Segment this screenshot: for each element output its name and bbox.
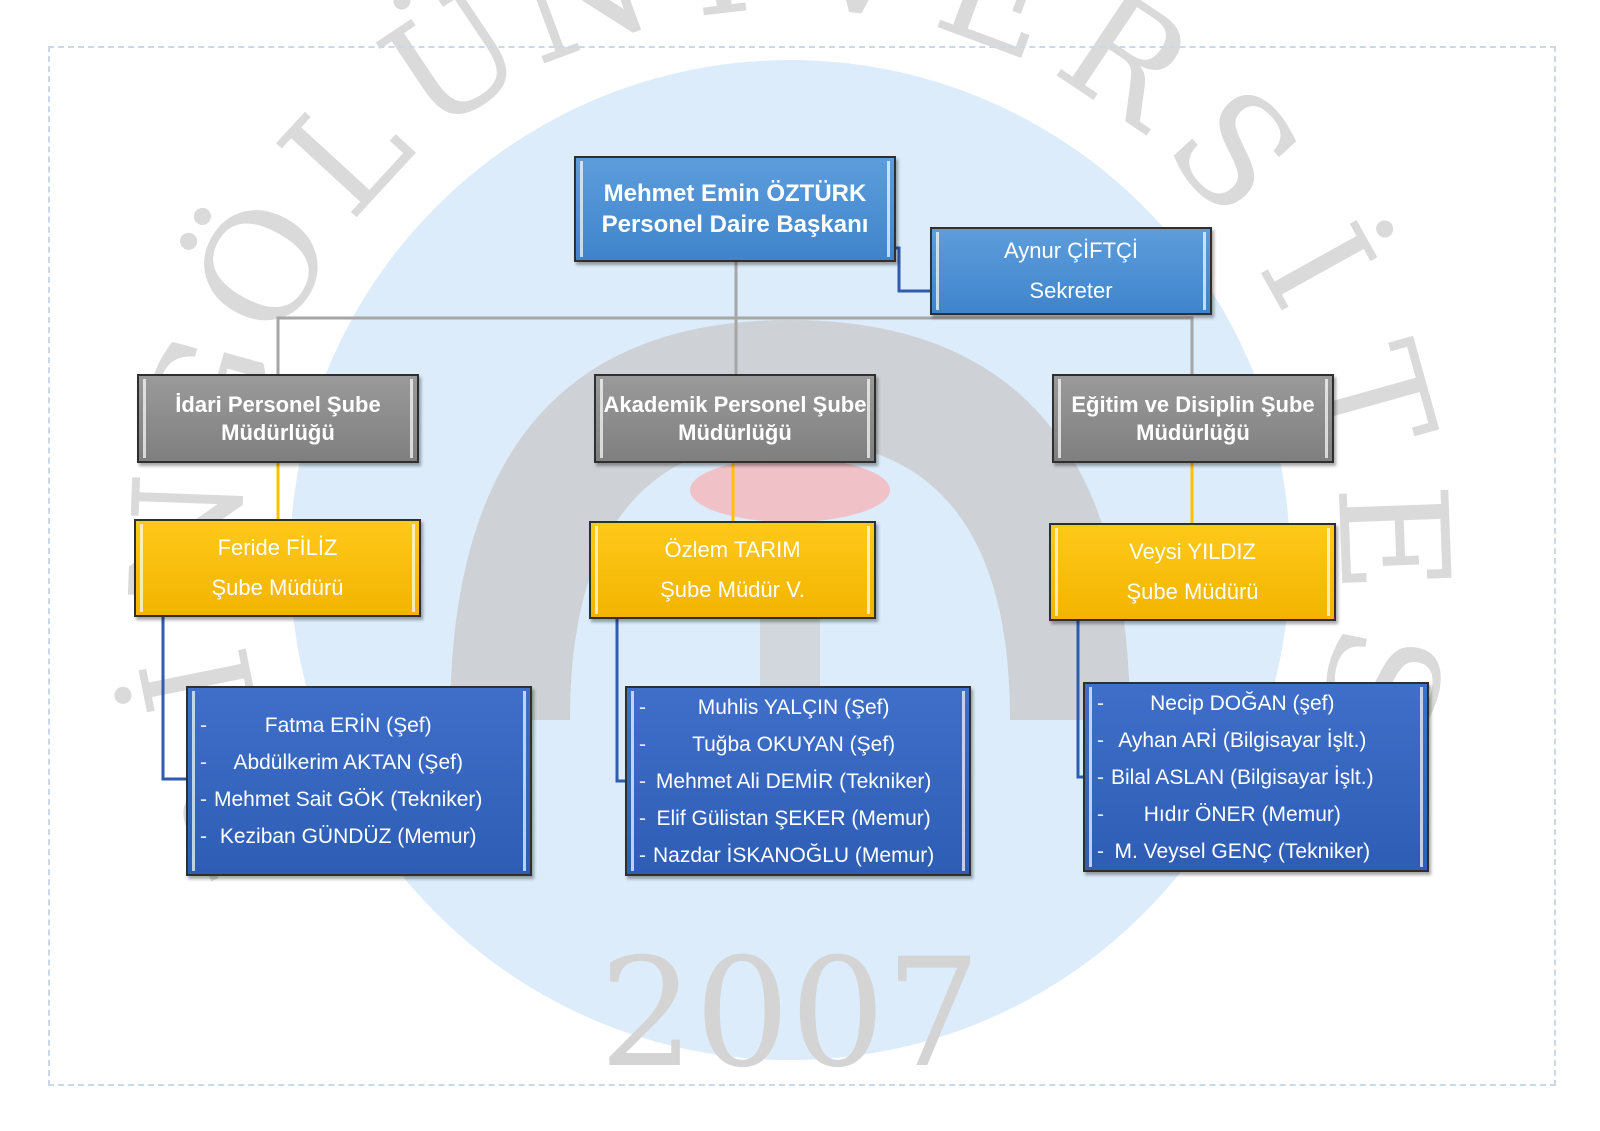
slide-frame <box>48 46 1556 1086</box>
dept2-staff-line <box>615 619 625 783</box>
department-name-line2: Müdürlüğü <box>1136 419 1250 445</box>
staff-list: Fatma ERİN (Şef) Abdülkerim AKTAN (Şef) … <box>188 707 482 855</box>
staff-box-education-discipline: Necip DOĞAN (şef) Ayhan ARİ (Bilgisayar … <box>1083 682 1429 872</box>
logo-year: 2007 <box>599 927 981 1101</box>
staff-list-item: Mehmet Sait GÖK (Tekniker) <box>200 781 482 818</box>
manager-name: Veysi YILDIZ <box>1129 539 1256 564</box>
manager-name: Feride FİLİZ <box>217 535 338 560</box>
department-box-education-discipline: Eğitim ve Disiplin Şube Müdürlüğü <box>1052 374 1334 463</box>
staff-list-item: Mehmet Ali DEMİR (Tekniker) <box>639 763 934 800</box>
staff-list-item: M. Veysel GENÇ (Tekniker) <box>1097 833 1374 870</box>
department-box-administrative: İdari Personel Şube Müdürlüğü <box>137 374 419 463</box>
staff-list: Muhlis YALÇIN (Şef) Tuğba OKUYAN (Şef) M… <box>627 689 934 874</box>
manager-title: Şube Müdür V. <box>660 577 805 602</box>
staff-box-academic: Muhlis YALÇIN (Şef) Tuğba OKUYAN (Şef) M… <box>625 686 971 876</box>
manager-box-academic: Özlem TARIM Şube Müdür V. <box>589 521 876 619</box>
department-name-line1: İdari Personel Şube <box>175 391 381 417</box>
staff-list-item: Hıdır ÖNER (Memur) <box>1097 796 1374 833</box>
department-name-line2: Müdürlüğü <box>678 419 792 445</box>
staff-list-item: Bilal ASLAN (Bilgisayar İşlt.) <box>1097 759 1374 796</box>
dept3-staff-line <box>1076 621 1083 779</box>
staff-list-item: Keziban GÜNDÜZ (Memur) <box>200 818 482 855</box>
logo-red-emblem <box>690 458 890 522</box>
department-box-academic: Akademik Personel Şube Müdürlüğü <box>594 374 876 463</box>
staff-list-item: Abdülkerim AKTAN (Şef) <box>200 744 482 781</box>
staff-list-item: Necip DOĞAN (şef) <box>1097 685 1374 722</box>
head-title: Personel Daire Başkanı <box>601 211 869 238</box>
manager-title: Şube Müdürü <box>211 575 344 600</box>
secretary-box: Aynur ÇİFTÇİ Sekreter <box>930 227 1212 315</box>
manager-box-education-discipline: Veysi YILDIZ Şube Müdürü <box>1049 523 1336 621</box>
staff-list-item: Elif Gülistan ŞEKER (Memur) <box>639 800 934 837</box>
secretary-title: Sekreter <box>1029 278 1113 303</box>
staff-list-item: Tuğba OKUYAN (Şef) <box>639 726 934 763</box>
staff-list: Necip DOĞAN (şef) Ayhan ARİ (Bilgisayar … <box>1085 685 1374 870</box>
department-name-line2: Müdürlüğü <box>221 419 335 445</box>
manager-name: Özlem TARIM <box>664 537 801 562</box>
head-name: Mehmet Emin ÖZTÜRK <box>603 180 867 207</box>
secretary-name: Aynur ÇİFTÇİ <box>1003 238 1139 263</box>
department-name-line1: Akademik Personel Şube <box>603 391 867 417</box>
staff-list-item: Muhlis YALÇIN (Şef) <box>639 689 934 726</box>
manager-title: Şube Müdürü <box>1126 579 1259 604</box>
head-box: Mehmet Emin ÖZTÜRK Personel Daire Başkan… <box>574 156 896 262</box>
secretary-connector <box>896 246 930 293</box>
manager-box-administrative: Feride FİLİZ Şube Müdürü <box>134 519 421 617</box>
department-name-line1: Eğitim ve Disiplin Şube <box>1071 391 1315 417</box>
staff-box-administrative: Fatma ERİN (Şef) Abdülkerim AKTAN (Şef) … <box>186 686 532 876</box>
staff-list-item: Nazdar İSKANOĞLU (Memur) <box>639 837 934 874</box>
staff-list-item: Fatma ERİN (Şef) <box>200 707 482 744</box>
dept1-staff-line <box>161 617 186 781</box>
staff-list-item: Ayhan ARİ (Bilgisayar İşlt.) <box>1097 722 1374 759</box>
